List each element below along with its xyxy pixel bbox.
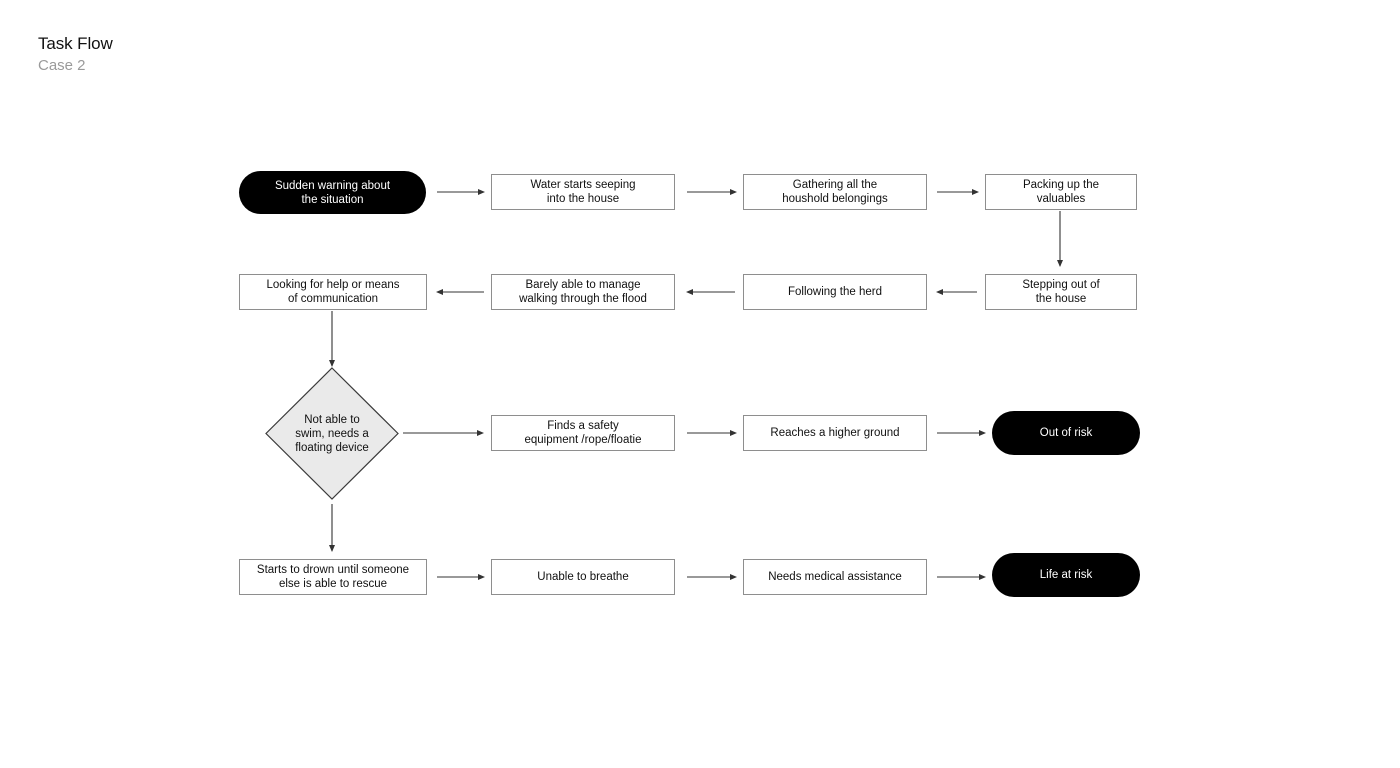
node-unable-to-breathe[interactable]: Unable to breathe (491, 559, 675, 595)
node-label: Barely able to manage walking through th… (519, 279, 647, 305)
node-following-herd[interactable]: Following the herd (743, 274, 927, 310)
node-out-of-risk[interactable]: Out of risk (992, 411, 1140, 455)
node-decision-cannot-swim[interactable]: Not able to swim, needs a floating devic… (265, 367, 399, 500)
node-label: Following the herd (788, 286, 882, 298)
node-label: Reaches a higher ground (770, 427, 900, 439)
node-label: Out of risk (1039, 427, 1093, 439)
node-stepping-out[interactable]: Stepping out of the house (985, 274, 1137, 310)
node-label: Packing up the valuables (1022, 179, 1100, 205)
node-life-at-risk[interactable]: Life at risk (992, 553, 1140, 597)
node-gathering-belongings[interactable]: Gathering all the houshold belongings (743, 174, 927, 210)
node-packing-valuables[interactable]: Packing up the valuables (985, 174, 1137, 210)
diagram-header: Task Flow Case 2 (38, 33, 113, 76)
node-label: Needs medical assistance (768, 571, 902, 583)
node-finds-safety-equipment[interactable]: Finds a safety equipment /rope/floatie (491, 415, 675, 451)
diamond-shape (265, 367, 399, 500)
node-water-seeping[interactable]: Water starts seeping into the house (491, 174, 675, 210)
node-label: Unable to breathe (537, 571, 629, 583)
node-starts-to-drown[interactable]: Starts to drown until someone else is ab… (239, 559, 427, 595)
node-barely-walking[interactable]: Barely able to manage walking through th… (491, 274, 675, 310)
node-label: Life at risk (1039, 569, 1093, 581)
node-reaches-higher-ground[interactable]: Reaches a higher ground (743, 415, 927, 451)
node-looking-for-help[interactable]: Looking for help or means of communicati… (239, 274, 427, 310)
node-needs-medical-assistance[interactable]: Needs medical assistance (743, 559, 927, 595)
node-label: Sudden warning about the situation (274, 179, 391, 206)
node-label: Water starts seeping into the house (530, 179, 636, 205)
node-label: Finds a safety equipment /rope/floatie (524, 420, 642, 446)
node-label: Starts to drown until someone else is ab… (256, 564, 410, 590)
node-label: Looking for help or means of communicati… (266, 279, 400, 305)
node-label: Stepping out of the house (1022, 279, 1100, 305)
page-title: Task Flow (38, 34, 113, 53)
node-label: Gathering all the houshold belongings (782, 179, 888, 205)
node-sudden-warning[interactable]: Sudden warning about the situation (239, 171, 426, 214)
page-subtitle: Case 2 (38, 57, 86, 74)
